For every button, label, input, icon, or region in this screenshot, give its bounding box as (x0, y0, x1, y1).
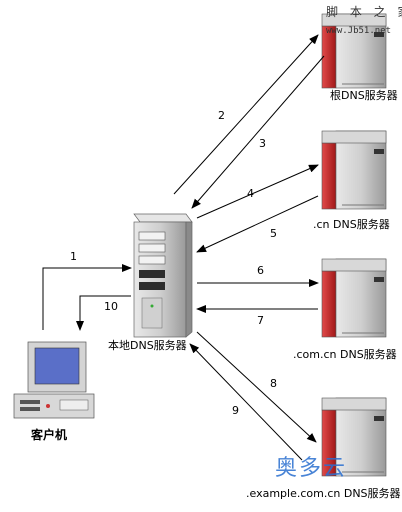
comcn-dns-server-icon (321, 258, 387, 338)
cn-dns-server-icon (321, 130, 387, 210)
arrow-step-4 (196, 164, 319, 219)
arrow-step-5 (196, 195, 319, 253)
step-label-1: 1 (70, 250, 77, 263)
arrow-step-9 (189, 343, 303, 461)
root-dns-server-icon (321, 13, 387, 89)
example-dns-label: .example.com.cn DNS服务器 (246, 487, 401, 500)
arrow-step-8 (196, 331, 317, 443)
step-label-5: 5 (270, 227, 277, 240)
step-label-3: 3 (259, 137, 266, 150)
client-computer-icon (13, 341, 95, 419)
root-dns-label: 根DNS服务器 (330, 89, 398, 102)
local-dns-label: 本地DNS服务器 (108, 339, 187, 352)
step-label-9: 9 (232, 404, 239, 417)
step-label-8: 8 (270, 377, 277, 390)
flow-arrows (42, 34, 325, 461)
arrow-step-2 (173, 34, 319, 195)
arrow-step-1 (42, 264, 132, 330)
watermark-top-line1: 脚 本 之 家 (326, 5, 402, 19)
step-label-10: 10 (104, 300, 118, 313)
cn-dns-label: .cn DNS服务器 (313, 218, 390, 231)
step-label-4: 4 (247, 187, 254, 200)
step-label-6: 6 (257, 264, 264, 277)
client-label: 客户机 (31, 428, 68, 442)
watermark-top-line2: www.Jb51.net (326, 26, 392, 36)
arrow-step-3 (191, 55, 325, 209)
watermark-bottom: 奥多云 (275, 456, 348, 481)
local-dns-server-icon (133, 213, 193, 338)
step-label-7: 7 (257, 314, 264, 327)
comcn-dns-label: .com.cn DNS服务器 (293, 348, 397, 361)
arrow-step-10 (76, 295, 131, 331)
step-label-2: 2 (218, 109, 225, 122)
example-dns-server-icon (321, 397, 387, 477)
